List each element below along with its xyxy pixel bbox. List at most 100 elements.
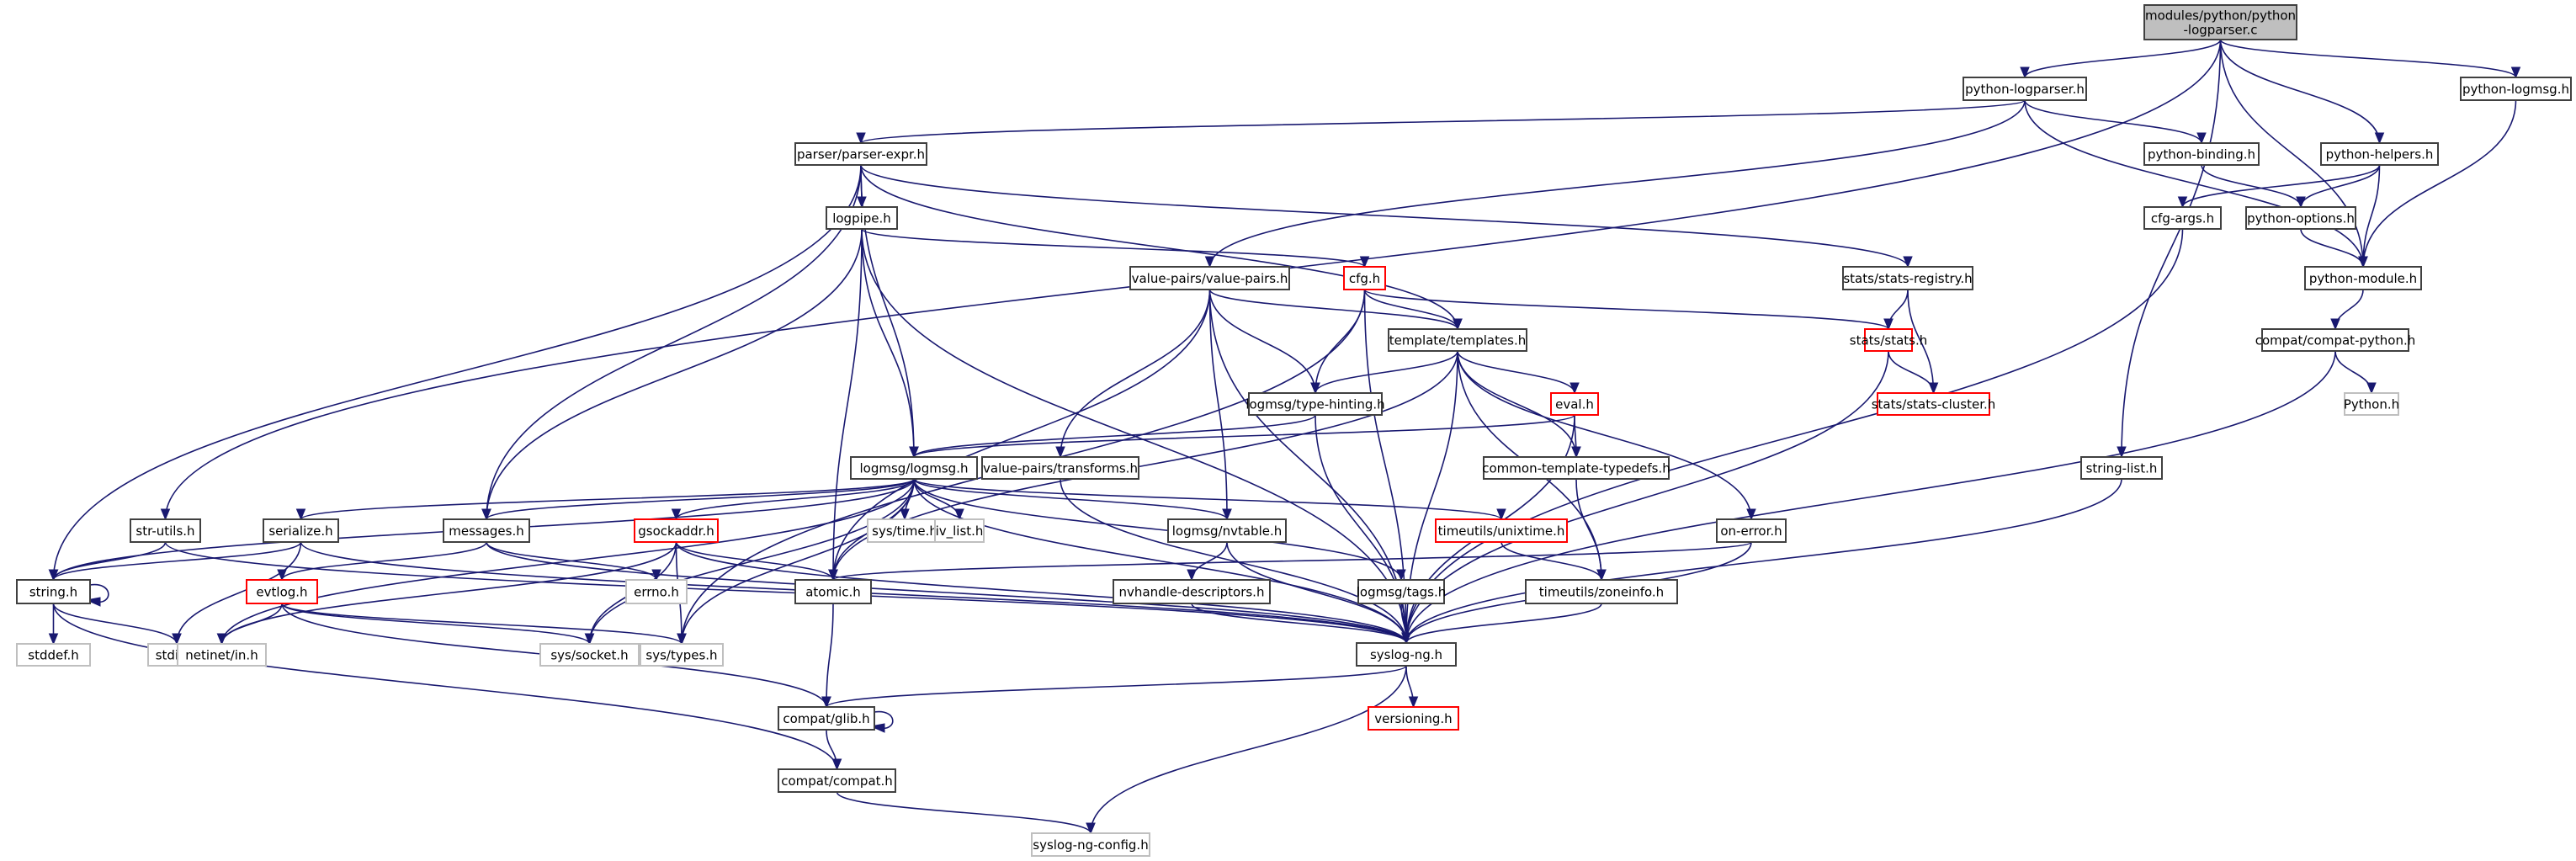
node-box [1167,518,1287,543]
node-box [2320,142,2439,166]
node-parser-expr[interactable]: parser/parser-expr.h [794,142,927,166]
node-label: str-utils.h [135,524,194,539]
arrowhead [828,569,838,582]
node-type-hinting[interactable]: logmsg/type-hinting.h [1246,392,1385,416]
edge-templates-to-on-error [1457,350,1756,521]
edge-compat-python-to-python-h [2334,350,2377,395]
node-on-error[interactable]: on-error.h [1716,518,1787,543]
node-label: cfg-args.h [2151,211,2214,226]
edge-syslog-ng-to-versioning [1405,665,1419,709]
edge-python-module-to-compat-python [2330,289,2364,331]
node-string-list[interactable]: string-list.h [2080,456,2163,480]
node-stats[interactable]: stats/stats.h [1850,328,1928,352]
edge-type-hinting-to-logmsg [909,414,1316,459]
node-cfg[interactable]: cfg.h [1343,266,1386,290]
node-box [934,518,985,543]
node-serialize[interactable]: serialize.h [263,518,339,543]
node-atomic[interactable]: atomic.h [794,579,872,604]
arrowhead [1086,822,1096,835]
node-tags[interactable]: logmsg/tags.h [1357,579,1447,604]
node-label: logmsg/logmsg.h [860,461,969,476]
node-string-h[interactable]: string.h [16,579,91,604]
edge-templates-to-type-hinting [1310,350,1458,395]
arrowhead [677,633,687,646]
node-compat-python[interactable]: compat/compat-python.h [2255,328,2415,352]
node-python-binding[interactable]: python-binding.h [2143,142,2260,166]
edge-on-error-to-atomic [828,541,1752,582]
node-cfg-args[interactable]: cfg-args.h [2143,206,2222,230]
arrowhead [831,758,842,771]
node-stats-registry[interactable]: stats/stats-registry.h [1842,266,1973,290]
node-str-utils[interactable]: str-utils.h [130,518,201,543]
node-box [130,518,201,543]
edge-string-h-to-compat-compat [52,603,842,771]
edge-logpipe-to-messages [481,228,863,521]
node-compat-glib[interactable]: compat/glib.h [778,706,875,731]
node-box [1842,266,1973,290]
node-zoneinfo[interactable]: timeutils/zoneinfo.h [1525,579,1678,604]
arrowhead [160,508,171,521]
node-messages[interactable]: messages.h [443,518,530,543]
node-label: logmsg/tags.h [1357,585,1447,600]
edge-compat-compat-to-syslog-ng-config [836,791,1096,835]
node-value-pairs[interactable]: value-pairs/value-pairs.h [1129,266,1290,290]
node-label: on-error.h [1720,524,1782,539]
node-python-logmsg[interactable]: python-logmsg.h [2460,77,2572,101]
node-unixtime[interactable]: timeutils/unixtime.h [1435,518,1568,543]
node-box [2245,206,2356,230]
node-common-template-typedefs[interactable]: common-template-typedefs.h [1482,456,1670,480]
node-label: syslog-ng-config.h [1033,837,1148,853]
node-syslog-ng[interactable]: syslog-ng.h [1356,642,1457,667]
node-label: errno.h [634,585,679,600]
node-sys-socket: sys/socket.h [539,643,640,667]
node-label: sys/types.h [645,648,717,663]
node-evtlog[interactable]: evtlog.h [246,579,318,604]
edge-string-h-to-stddef [48,603,59,646]
node-nvhandle-descriptors[interactable]: nvhandle-descriptors.h [1113,579,1271,604]
node-stats-cluster[interactable]: stats/stats-cluster.h [1872,392,1996,416]
edge-logmsg-to-messages [481,478,915,521]
node-label: python-module.h [2309,271,2417,286]
node-box [1435,518,1568,543]
node-versioning[interactable]: versioning.h [1368,706,1459,731]
node-label: compat/compat.h [781,773,893,789]
node-label: python-options.h [2247,211,2355,226]
node-label: cfg.h [1349,271,1380,286]
node-box [2304,266,2422,290]
node-python-module[interactable]: python-module.h [2304,266,2422,290]
arrowhead [900,508,910,521]
node-logpipe[interactable]: logpipe.h [826,206,898,230]
node-eval[interactable]: eval.h [1550,392,1599,416]
node-box [850,456,978,480]
node-gsockaddr[interactable]: gsockaddr.h [634,518,719,543]
node-transforms[interactable]: value-pairs/transforms.h [981,456,1139,480]
node-box [1357,579,1445,604]
node-label: python-helpers.h [2326,147,2434,162]
edge-python-helpers-to-cfg-args [2177,164,2381,209]
node-box [1368,706,1459,731]
node-templates[interactable]: template/templates.h [1388,328,1527,352]
node-label: gsockaddr.h [638,524,714,539]
edge-cfg-to-stats [1363,289,1893,331]
node-python-options[interactable]: python-options.h [2245,206,2356,230]
arrowhead [1408,696,1419,709]
node-nvtable[interactable]: logmsg/nvtable.h [1167,518,1287,543]
edge-evtlog-to-sys-types [281,603,687,646]
node-label: string.h [29,585,77,600]
node-root: modules/python/python-logparser.c [2143,4,2297,40]
arrowhead [216,633,227,646]
node-logmsg[interactable]: logmsg/logmsg.h [850,456,978,480]
node-python-logparser[interactable]: python-logparser.h [1963,77,2087,101]
edge-python-logparser-to-value-pairs [1204,99,2026,268]
edge-unixtime-to-zoneinfo [1500,541,1607,582]
node-python-helpers[interactable]: python-helpers.h [2320,142,2439,166]
node-label: string-list.h [2086,461,2158,476]
arrowhead [1903,256,1913,268]
edge-transforms-to-syslog-ng [1060,478,1411,645]
node-label: iv_list.h [936,524,984,539]
edge-compat-glib-to-compat-compat [826,729,842,771]
node-compat-compat[interactable]: compat/compat.h [778,768,896,793]
node-box [640,643,724,667]
arrowhead [1596,569,1607,582]
arrowhead [954,508,964,521]
